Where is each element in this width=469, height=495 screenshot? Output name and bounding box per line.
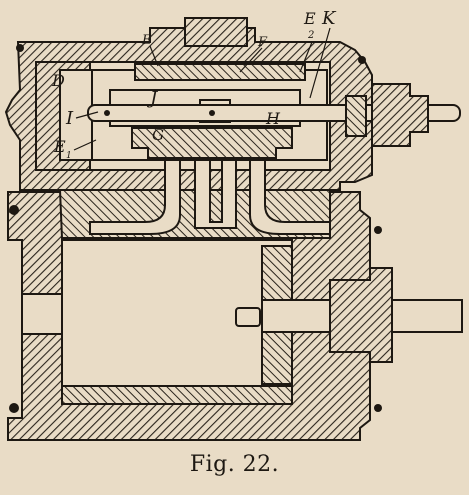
label-I: I — [65, 108, 74, 129]
stuffing-box — [371, 83, 429, 147]
label-J: J — [146, 88, 159, 109]
cylinder-port-left — [21, 293, 63, 335]
gland-nut — [345, 95, 367, 137]
bolt — [16, 44, 24, 52]
rod-pin-left — [104, 110, 110, 116]
leader-I — [75, 111, 99, 119]
leader-E — [149, 45, 159, 67]
bolt — [9, 403, 19, 413]
bolt — [374, 404, 382, 412]
cylinder-gland — [329, 267, 393, 363]
leader-F — [239, 47, 263, 73]
bolt — [9, 205, 19, 215]
leader-lines — [73, 27, 331, 151]
bottom-port — [61, 385, 293, 405]
valve-chest-casing — [4, 27, 373, 191]
leader-E2 — [299, 41, 313, 73]
steam-passage-center — [194, 159, 237, 229]
piston-nut — [235, 307, 261, 327]
label-D: D — [51, 71, 65, 90]
left-end-cover — [35, 61, 91, 171]
label-E1-sub: 1 — [66, 151, 72, 161]
steam-passage-right — [249, 159, 331, 235]
label-E2: E — [303, 9, 316, 28]
label-F: F — [257, 35, 268, 50]
leader-E1 — [73, 139, 97, 151]
label-E: E — [141, 33, 152, 48]
label-H: H — [265, 109, 281, 128]
bolts — [9, 44, 382, 413]
leader-K — [309, 27, 331, 99]
lower-slide-G — [131, 127, 293, 159]
bolt — [358, 56, 366, 64]
rod-pin-right — [209, 110, 215, 116]
bolt — [374, 226, 382, 234]
figure-caption: Fig. 22. — [189, 452, 280, 477]
label-E1: E — [53, 137, 66, 156]
chest-cover-boss — [184, 17, 248, 47]
label-G: G — [152, 126, 164, 144]
label-E2-sub: 2 — [307, 30, 314, 41]
label-K: K — [321, 8, 337, 29]
upper-slide-plate-F — [134, 63, 306, 81]
steam-passage-left — [89, 159, 181, 235]
